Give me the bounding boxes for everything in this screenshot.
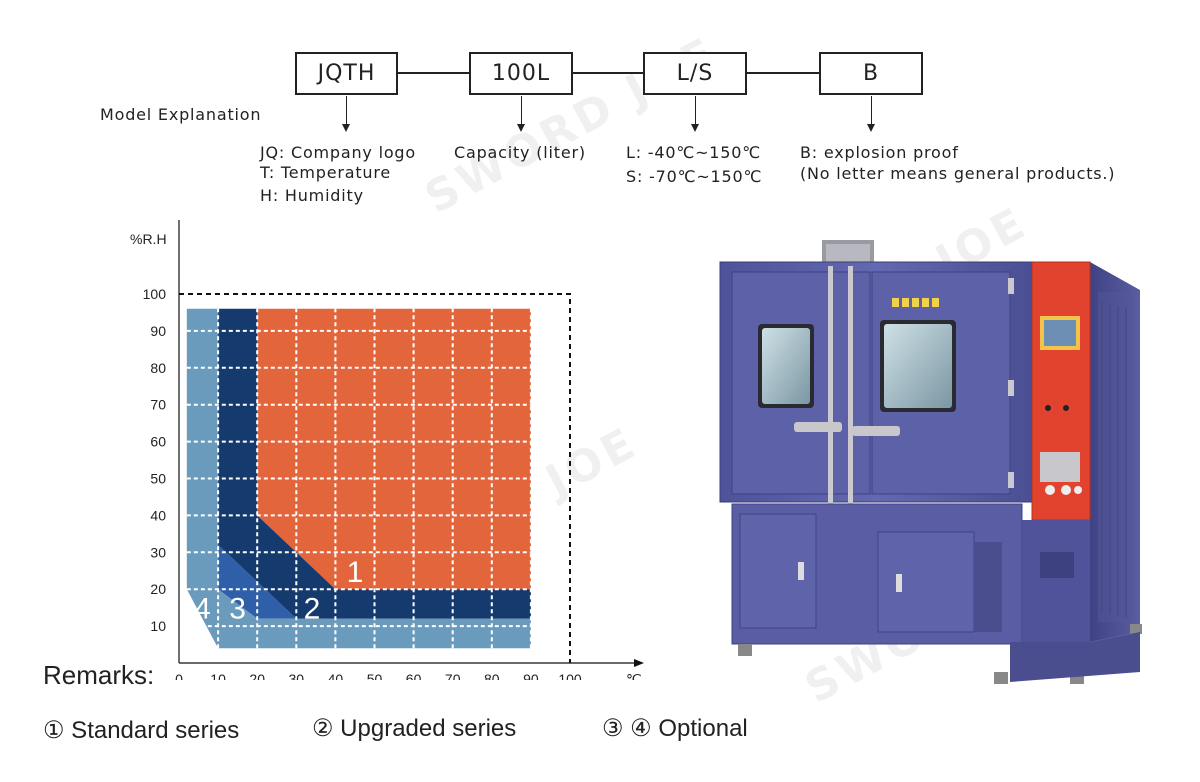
y-tick-label: 100 (143, 286, 167, 302)
model-code-box-capacity: 100L (469, 52, 573, 95)
arrow-down-icon (342, 96, 350, 132)
x-tick-label: 40 (328, 671, 344, 680)
boundary-line (179, 293, 571, 663)
connector-line (396, 72, 470, 74)
y-tick-label: 70 (150, 397, 166, 413)
region-label: 3 (229, 593, 246, 626)
desc-range-l: L: -40℃~150℃ (626, 143, 762, 162)
model-explanation-label: Model Explanation (100, 105, 262, 124)
remarks-label: Remarks: (43, 660, 155, 690)
test-chamber-image (719, 240, 1142, 684)
desc-capacity: Capacity (liter) (454, 143, 586, 162)
arrow-down-icon (867, 96, 875, 132)
y-tick-label: 40 (150, 507, 166, 523)
x-tick-label: 0 (175, 671, 183, 680)
arrow-down-icon (691, 96, 699, 132)
desc-general-products: (No letter means general products.) (800, 164, 1116, 183)
model-code-box-b: B (819, 52, 923, 95)
region-standard (257, 308, 531, 590)
region-optional-3 (218, 544, 297, 619)
humidity-temperature-chart: 10 20 30 40 50 60 70 80 90 100 0 10 20 30 40 50 60 70 80 90… (130, 220, 644, 680)
x-tick-label: 30 (289, 671, 305, 680)
legend-optional: ③ ④ Optional (602, 715, 748, 742)
region-optional-4 (186, 308, 531, 649)
y-tick-label: 20 (150, 581, 166, 597)
arrow-down-icon (517, 96, 525, 132)
legend-standard: ① Standard series (43, 717, 240, 744)
region-label: 2 (304, 593, 321, 626)
model-code-box-range: L/S (643, 52, 747, 95)
y-axis-label: %R.H (130, 231, 167, 247)
connector-line (572, 72, 644, 74)
x-tick-label: 80 (484, 671, 500, 680)
y-tick-label: 30 (150, 544, 166, 560)
y-tick-label: 60 (150, 434, 166, 450)
legend-upgraded: ② Upgraded series (312, 715, 517, 742)
model-code-box-jqth: JQTH (295, 52, 398, 95)
x-axis-arrow-icon (634, 659, 644, 667)
y-tick-label: 80 (150, 360, 166, 376)
x-tick-label: 50 (367, 671, 383, 680)
desc-humidity: H: Humidity (260, 186, 364, 205)
desc-temperature: T: Temperature (260, 163, 392, 182)
desc-range-s: S: -70℃~150℃ (626, 167, 763, 186)
x-tick-label: 10 (210, 671, 226, 680)
x-tick-label: 100 (558, 671, 582, 680)
x-tick-label: 70 (445, 671, 461, 680)
x-tick-label: 20 (249, 671, 265, 680)
y-tick-label: 50 (150, 471, 166, 487)
x-axis-label: ℃ (626, 671, 642, 680)
y-tick-label: 90 (150, 323, 166, 339)
y-tick-label: 10 (150, 618, 166, 634)
x-tick-label: 90 (523, 671, 539, 680)
region-label: 4 (194, 593, 211, 626)
region-label: 1 (347, 556, 364, 589)
region-upgraded (218, 308, 531, 619)
connector-line (746, 72, 820, 74)
desc-explosion-proof: B: explosion proof (800, 143, 959, 162)
x-tick-label: 60 (406, 671, 422, 680)
desc-company-logo: JQ: Company logo (260, 143, 416, 162)
